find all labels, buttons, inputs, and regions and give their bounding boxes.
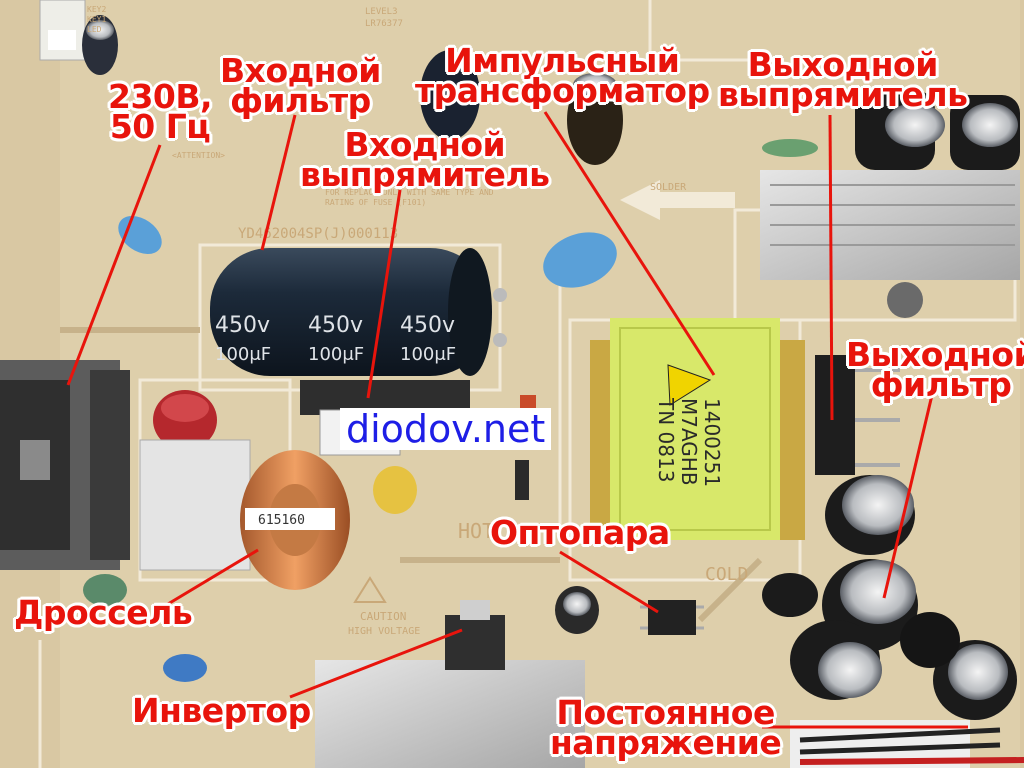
label-line: выпрямитель (718, 75, 968, 114)
label-line: Оптопара (490, 513, 670, 552)
label-line: Постоянное (556, 693, 775, 732)
label-line: Входной (220, 51, 381, 90)
annotation-leader-lines (66, 111, 968, 729)
svg-text:CAUTION: CAUTION (360, 610, 406, 623)
label-output-rectifier: Выходной выпрямитель (718, 45, 968, 114)
label-line: Инвертор (132, 691, 311, 730)
label-dc-voltage: Постоянное напряжение (550, 693, 782, 762)
label-input-rectifier: Входной выпрямитель (300, 125, 550, 194)
label-line: 50 Гц (109, 107, 211, 146)
label-line: выпрямитель (300, 155, 550, 194)
svg-text:450v: 450v (215, 313, 270, 338)
svg-text:KEY1: KEY1 (87, 15, 106, 24)
svg-text:1400251: 1400251 (700, 398, 724, 487)
label-line: Дроссель (14, 593, 193, 632)
label-line: Выходной (747, 45, 939, 84)
label-choke: Дроссель (14, 593, 193, 632)
svg-text:LR76377: LR76377 (365, 19, 403, 29)
svg-text:100μF: 100μF (400, 344, 456, 365)
label-line: Импульсный (445, 41, 680, 80)
svg-text:HIGH VOLTAGE: HIGH VOLTAGE (348, 626, 420, 637)
svg-text:LED: LED (87, 25, 102, 34)
label-line: трансформатор (415, 71, 710, 110)
svg-text:M7AGHB: M7AGHB (677, 398, 701, 486)
svg-text:100μF: 100μF (308, 344, 364, 365)
watermark: diodov.net (340, 408, 552, 450)
label-line: 230В, (108, 77, 213, 116)
label-line: напряжение (550, 723, 782, 762)
label-mains-230v: 230В, 50 Гц (108, 77, 213, 146)
svg-text:100μF: 100μF (215, 344, 271, 365)
svg-text:TN 0813: TN 0813 (654, 397, 678, 482)
svg-text:RATING OF FUSE (F101): RATING OF FUSE (F101) (325, 198, 426, 207)
svg-text:450v: 450v (308, 313, 363, 338)
svg-text:450v: 450v (400, 313, 455, 338)
svg-text:SOLDER: SOLDER (650, 182, 687, 193)
label-optocoupler: Оптопара (490, 513, 670, 552)
label-line: фильтр (230, 81, 371, 120)
label-input-filter: Входной фильтр (220, 51, 381, 120)
label-pulse-transformer: Импульсный трансформатор (415, 41, 710, 110)
svg-text:KEY2: KEY2 (87, 5, 106, 14)
svg-text:615160: 615160 (258, 513, 305, 528)
label-line: Входной (344, 125, 506, 164)
svg-text:LEVEL3: LEVEL3 (365, 7, 398, 17)
label-line: Выходной (846, 335, 1024, 374)
label-inverter: Инвертор (132, 691, 311, 730)
svg-text:<ATTENTION>: <ATTENTION> (172, 151, 225, 160)
svg-text:HOT: HOT (458, 519, 494, 543)
svg-text:FOR REPLACE ONLY WITH SAME TYP: FOR REPLACE ONLY WITH SAME TYPE AND (325, 188, 494, 197)
label-output-filter: Выходной фильтр (846, 335, 1024, 404)
svg-text:COLD: COLD (705, 564, 748, 585)
svg-text:YD462004SP(J)000113: YD462004SP(J)000113 (238, 226, 398, 242)
label-line: фильтр (870, 365, 1012, 404)
